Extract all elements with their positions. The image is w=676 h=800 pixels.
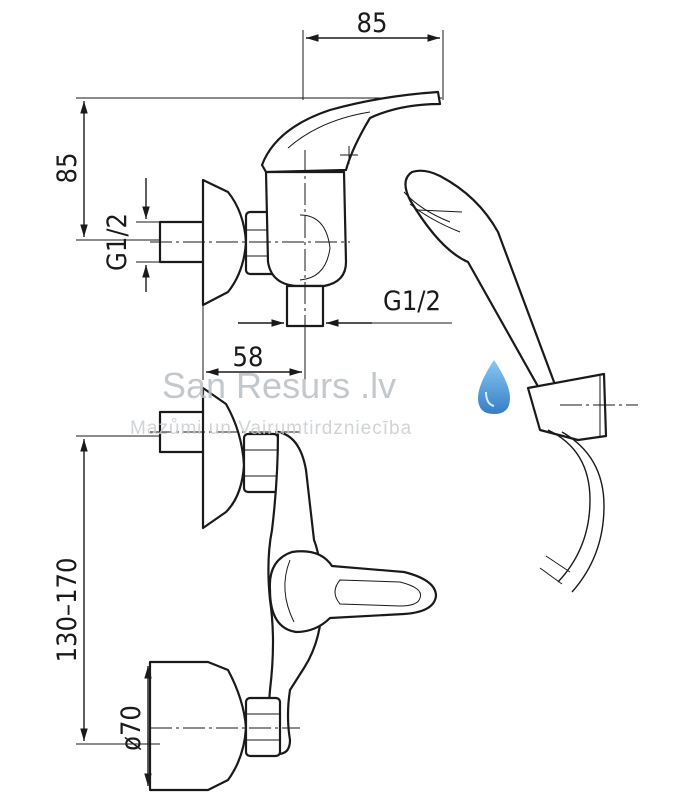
front-view: 130–170 ø70 xyxy=(52,386,438,792)
top-side-view: 85 85 G1/2 G1/ xyxy=(52,8,452,380)
dim-top-width-label: 85 xyxy=(357,8,388,39)
watermark: San Resurs .lv Mazůmi un Vairumtirdzniec… xyxy=(130,360,510,439)
shower-head xyxy=(404,169,562,400)
dim-outlet-thread-label: G1/2 xyxy=(383,286,441,317)
shower-hose xyxy=(547,429,591,583)
mixer-body xyxy=(264,170,348,288)
dim-diameter-label: ø70 xyxy=(116,705,147,751)
dim-offset-label: 58 xyxy=(233,342,264,373)
lower-flange xyxy=(148,660,248,792)
watermark-tagline: Mazůmi un Vairumtirdzniecība xyxy=(130,418,412,439)
shower-holder xyxy=(526,372,608,442)
upper-flange xyxy=(201,386,246,530)
lower-nut xyxy=(244,696,282,758)
upper-nut xyxy=(242,432,280,494)
dim-left-height-label: 85 xyxy=(52,153,83,184)
lever-front xyxy=(268,550,438,634)
hand-shower xyxy=(403,169,638,593)
water-drop-icon xyxy=(478,360,510,414)
watermark-brand: San Resurs .lv xyxy=(162,365,396,406)
dim-inlet-thread-label: G1/2 xyxy=(102,213,133,271)
dim-spacing-label: 130–170 xyxy=(52,558,83,663)
mixer-lever xyxy=(260,90,442,174)
